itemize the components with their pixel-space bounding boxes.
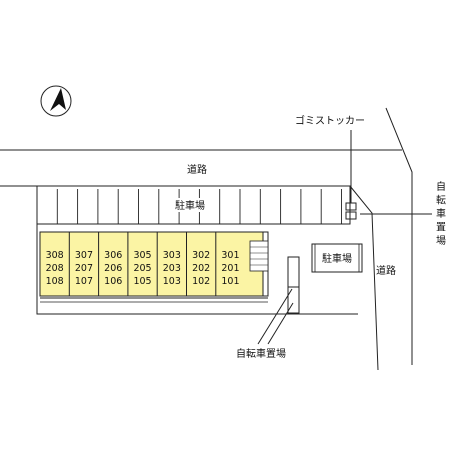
north-arrow-icon [40,85,72,117]
unit-2f-206: 206 [104,263,122,274]
unit-1f-108: 108 [46,276,64,287]
unit-3f-305: 305 [133,250,151,261]
unit-2f-208: 208 [46,263,64,274]
unit-3f-301: 301 [221,250,239,261]
unit-1f-105: 105 [133,276,151,287]
unit-3f-303: 303 [163,250,181,261]
unit-3f-308: 308 [46,250,64,261]
garbage-stocker [345,130,357,220]
east-road-edge-left [349,185,379,371]
parking-top: 駐車場 [36,185,351,225]
unit-1f-103: 103 [163,276,181,287]
stairwell [249,240,269,272]
bicycle-right-char: 場 [436,234,446,247]
east-road-edge-right [385,107,413,365]
lot-boundary [36,186,358,315]
parking-right: 駐車場 [311,243,363,273]
bicycle-parking-right-label: 自転車置場 [436,180,446,247]
north-road-label: 道路 [187,163,207,176]
unit-1f-101: 101 [221,276,239,287]
unit-2f-207: 207 [75,263,93,274]
unit-1f-106: 106 [104,276,122,287]
unit-2f-201: 201 [221,263,239,274]
unit-1f-107: 107 [75,276,93,287]
unit-3f-302: 302 [192,250,210,261]
unit-2f-205: 205 [133,263,151,274]
bicycle-parking-bottom [257,256,300,345]
unit-2f-203: 203 [163,263,181,274]
bicycle-right-char: 自 [436,180,446,193]
unit-3f-306: 306 [104,250,122,261]
unit-2f-202: 202 [192,263,210,274]
east-road-label: 道路 [376,264,396,277]
bicycle-right-char: 転 [436,195,446,207]
unit-1f-102: 102 [192,276,210,287]
bicycle-right-char: 車 [436,207,446,220]
parking-top-label: 駐車場 [175,199,205,212]
bicycle-right-char: 置 [436,222,446,234]
bicycle-parking-bottom-label: 自転車置場 [236,347,286,360]
parking-right-label: 駐車場 [322,252,352,265]
apartment-building: 308 208 108 307 207 107 306 206 106 305 205 105 303 2… [39,231,269,297]
garbage-stocker-label: ゴミストッカー [295,114,365,127]
unit-3f-307: 307 [75,250,93,261]
